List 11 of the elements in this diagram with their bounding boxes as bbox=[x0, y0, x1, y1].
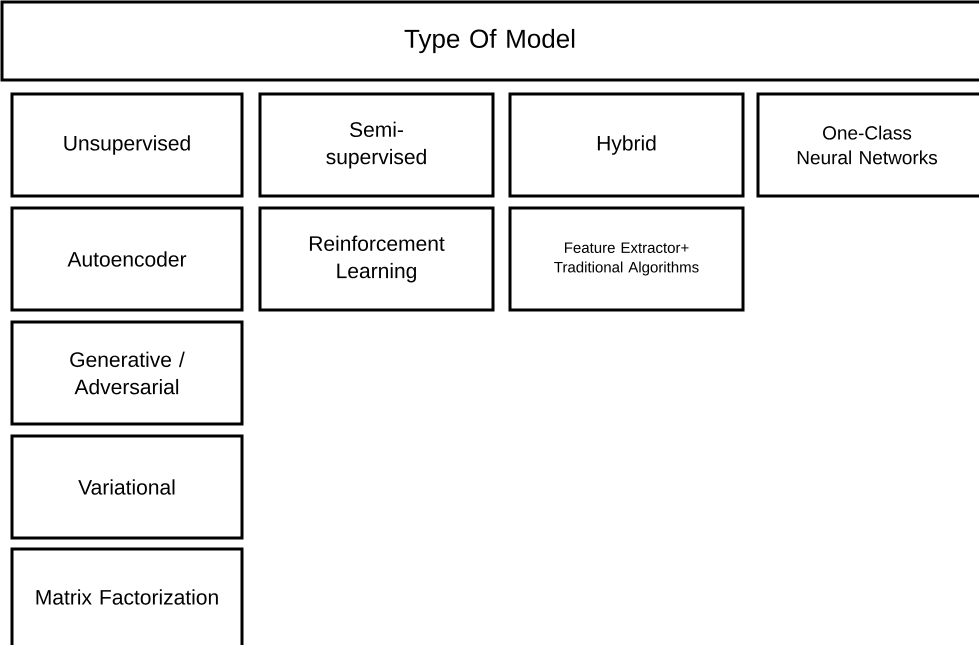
category-box: Reinforcement Learning bbox=[258, 206, 494, 312]
category-box: Matrix Factorization bbox=[10, 548, 244, 645]
category-box: Semi-supervised bbox=[258, 92, 494, 198]
category-box: Variational bbox=[10, 434, 244, 540]
category-box: Autoencoder bbox=[10, 206, 244, 312]
category-box: One-Class Neural Networks bbox=[756, 92, 979, 198]
category-box: Unsupervised bbox=[10, 92, 244, 198]
category-box: Generative / Adversarial bbox=[10, 320, 244, 426]
title-box: Type Of Model bbox=[0, 0, 979, 82]
category-box: Hybrid bbox=[508, 92, 744, 198]
category-box: Feature Extractor+ Traditional Algorithms bbox=[508, 206, 744, 312]
